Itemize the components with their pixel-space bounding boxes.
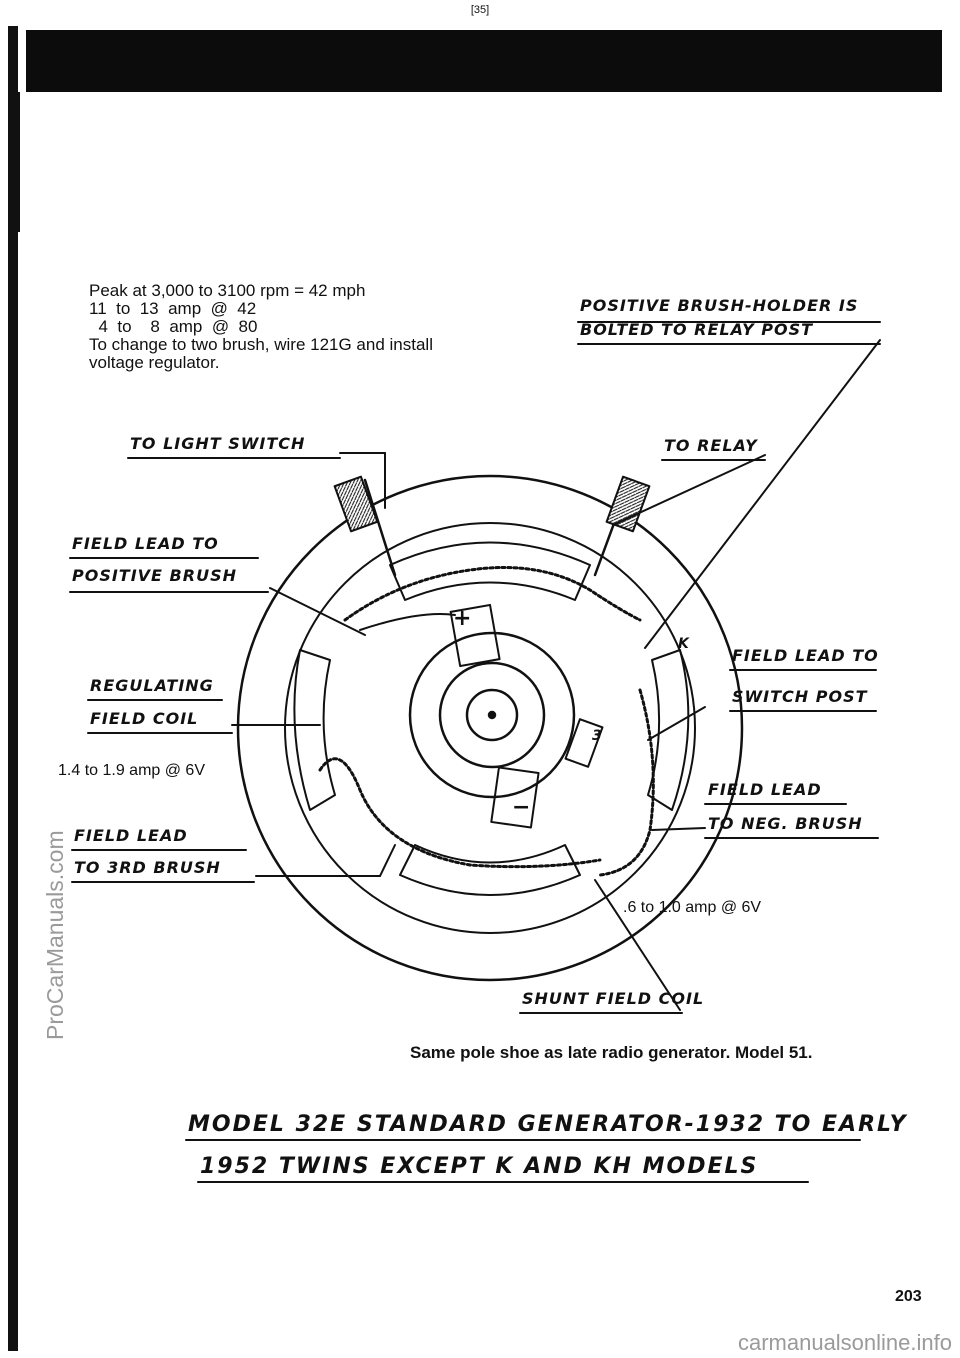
left-margin-rule-inner: [18, 92, 20, 232]
label-positive-brush-holder-line2: BOLTED TO RELAY POST: [580, 320, 814, 339]
header-black-bar: [26, 30, 942, 92]
page-number: 203: [895, 1288, 922, 1305]
spec-notes: Peak at 3,000 to 3100 rpm = 42 mph 11 to…: [89, 282, 433, 372]
label-shunt-amp: .6 to 1.0 amp @ 6V: [623, 899, 762, 916]
label-field-lead-3rd-line2: TO 3RD BRUSH: [74, 858, 221, 877]
label-positive-sign: +: [453, 606, 473, 631]
label-positive-brush-holder-line1: POSITIVE BRUSH-HOLDER IS: [580, 296, 859, 315]
light-switch-post: [363, 478, 397, 577]
label-brush-k: K: [678, 636, 690, 652]
label-field-lead-neg-line1: FIELD LEAD: [708, 780, 822, 799]
diagram-caption: Same pole shoe as late radio generator. …: [410, 1043, 813, 1062]
header-page-number: [35]: [470, 4, 490, 16]
label-field-lead-switch-line2: SWITCH POST: [732, 687, 868, 706]
armature-shaft: [465, 688, 519, 742]
pole-shoe-left: [293, 649, 336, 811]
label-to-relay: TO RELAY: [664, 436, 758, 455]
note-line-peak: Peak at 3,000 to 3100 rpm = 42 mph: [89, 281, 366, 300]
label-regulating-line1: REGULATING: [90, 676, 214, 695]
regulating-field-coil-winding: [318, 757, 602, 869]
label-field-lead-3rd-line1: FIELD LEAD: [74, 826, 188, 845]
label-shunt-field-coil: SHUNT FIELD COIL: [522, 989, 705, 1008]
label-brush-3: 3: [592, 728, 603, 744]
field-frame-ring: [284, 522, 696, 934]
note-line-regulator: voltage regulator.: [89, 353, 220, 372]
label-negative-sign: −: [512, 795, 532, 820]
left-margin-rule: [8, 26, 18, 1351]
diagram-title-line1: MODEL 32E STANDARD GENERATOR-1932 TO EAR…: [188, 1112, 908, 1137]
field-lead-winding-top: [343, 566, 642, 622]
note-line-amp-80: 4 to 8 amp @ 80: [89, 317, 258, 336]
label-field-lead-switch-line1: FIELD LEAD TO: [732, 646, 879, 665]
bottom-watermark: carmanualsonline.info: [737, 1330, 952, 1355]
label-to-light-switch: TO LIGHT SWITCH: [130, 434, 306, 453]
positive-brush: [449, 603, 501, 668]
diagram-title-line2: 1952 TWINS EXCEPT K AND KH MODELS: [200, 1154, 759, 1179]
pole-shoe-bottom: [399, 844, 581, 896]
negative-brush: [490, 766, 540, 829]
third-brush: [564, 718, 604, 768]
note-line-amp-42: 11 to 13 amp @ 42: [89, 299, 257, 318]
label-regulating-amp: 1.4 to 1.9 amp @ 6V: [58, 762, 205, 779]
pole-shoe-top: [389, 541, 591, 601]
pole-shoe-right: [647, 649, 690, 811]
shunt-field-coil-winding: [598, 688, 655, 877]
label-field-lead-positive-line2: POSITIVE BRUSH: [72, 566, 237, 585]
label-field-lead-neg-line2: TO NEG. BRUSH: [708, 814, 863, 833]
commutator-outer: [408, 631, 576, 799]
commutator-inner: [438, 661, 546, 769]
note-line-two-brush: To change to two brush, wire 121G and in…: [89, 335, 433, 354]
generator-housing: [236, 474, 744, 982]
label-field-lead-positive-line1: FIELD LEAD TO: [72, 534, 219, 553]
label-regulating-line2: FIELD COIL: [90, 709, 199, 728]
